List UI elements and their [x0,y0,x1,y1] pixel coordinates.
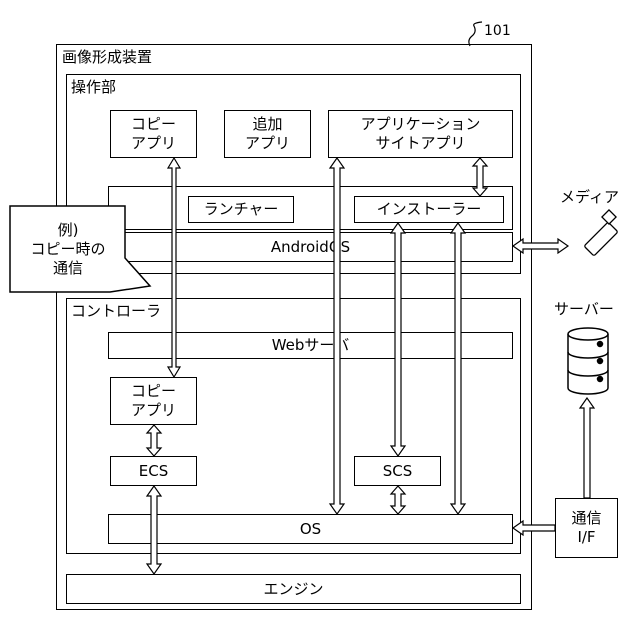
controller-copy-app-box: コピー アプリ [110,377,197,425]
app-site-app-box: アプリケーション サイトアプリ [328,110,513,158]
engine-box: エンジン [66,574,521,604]
operation-unit-title: 操作部 [71,78,116,96]
reference-leader [469,22,482,46]
web-server-box: Webサーバ [108,332,513,359]
android-os-box: AndroidOS [108,232,513,262]
launcher-box: ランチャー [188,196,294,223]
usb-media-icon [584,210,618,256]
callout-text: 例) コピー時の 通信 [12,210,124,288]
media-label: メディア [560,188,619,206]
add-app-box: 追加 アプリ [224,110,311,158]
scs-box: SCS [354,456,441,486]
reference-number: 101 [484,22,511,40]
ecs-box: ECS [110,456,197,486]
arrow-comm-if-to-server [580,398,594,498]
server-database-icon [568,328,608,394]
os-box: OS [108,514,513,544]
installer-box: インストーラー [354,196,504,223]
controller-title: コントローラ [71,302,161,320]
server-label: サーバー [554,300,614,318]
image-forming-apparatus-title: 画像形成装置 [62,48,152,66]
copy-app-box: コピー アプリ [110,110,197,158]
comm-if-box: 通信 I/F [555,498,618,558]
